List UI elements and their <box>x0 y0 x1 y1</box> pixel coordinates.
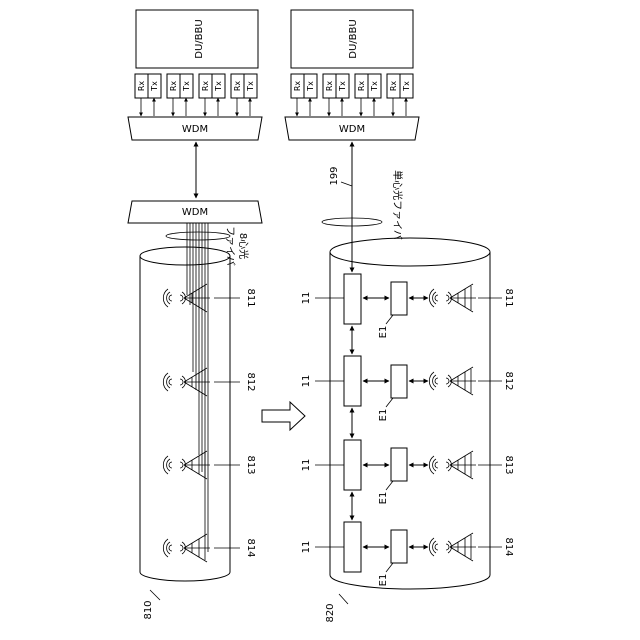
right-e1-label-a: E1 <box>378 326 389 339</box>
right-e1-label-b: E1 <box>378 409 389 422</box>
right-e1-box-c <box>391 448 407 481</box>
right-system: DU/BBU Rx Tx Rx Tx Rx Tx Rx Tx <box>285 10 514 623</box>
rx-label: Rx <box>389 81 398 92</box>
right-unit-label-d: 11 <box>301 541 312 554</box>
rx-label: Rx <box>325 81 334 92</box>
left-antenna-label-814: 814 <box>245 538 256 557</box>
right-figure-leader <box>339 594 348 604</box>
right-antenna-label-811: 811 <box>503 288 514 307</box>
right-unit-label-a: 11 <box>301 292 312 305</box>
tx-label: Tx <box>402 81 411 92</box>
left-fiber-label-line2: ファイバ <box>224 226 236 266</box>
right-e1-leader-a <box>386 315 393 324</box>
left-cylinder-body <box>140 256 230 581</box>
right-unit-11-b <box>344 356 361 406</box>
right-e1-box-a <box>391 282 407 315</box>
right-antenna-label-812: 812 <box>503 371 514 390</box>
left-wdm-bottom-label: WDM <box>182 207 208 218</box>
right-antenna-812-icon <box>429 367 476 395</box>
right-unit-11-a <box>344 274 361 324</box>
right-e1-box-b <box>391 365 407 398</box>
left-transceiver-1: Rx Tx <box>135 74 161 98</box>
left-transceivers: Rx Tx Rx Tx Rx Tx Rx Tx <box>135 74 257 98</box>
left-transceiver-arrows <box>141 98 250 116</box>
right-cable-id: 199 <box>329 166 340 185</box>
rx-label: Rx <box>293 81 302 92</box>
tx-label: Tx <box>306 81 315 92</box>
left-transceiver-4: Rx Tx <box>231 74 257 98</box>
rx-label: Rx <box>201 81 210 92</box>
left-system: DU/BBU Rx Tx Rx Tx Rx Tx Rx Tx <box>128 10 262 620</box>
left-antenna-814-icon <box>163 534 210 562</box>
right-figure-id: 820 <box>325 603 336 622</box>
rx-label: Rx <box>233 81 242 92</box>
right-transceivers: Rx Tx Rx Tx Rx Tx Rx Tx <box>291 74 413 98</box>
right-antenna-811-icon <box>429 284 476 312</box>
right-transceiver-3: Rx Tx <box>355 74 381 98</box>
tx-label: Tx <box>214 81 223 92</box>
right-e1-leader-d <box>386 563 393 572</box>
left-antenna-label-813: 813 <box>245 455 256 474</box>
transition-arrow-icon <box>262 402 305 430</box>
left-du-bbu-label: DU/BBU <box>194 19 205 58</box>
left-antenna-813-icon <box>163 451 210 479</box>
right-fiber-label: 単心光ファイバ <box>391 170 404 240</box>
left-transceiver-3: Rx Tx <box>199 74 225 98</box>
right-antenna-814-icon <box>429 533 476 561</box>
rx-label: Rx <box>137 81 146 92</box>
tx-label: Tx <box>338 81 347 92</box>
right-e1-label-c: E1 <box>378 492 389 505</box>
right-antenna-813-icon <box>429 451 476 479</box>
tx-label: Tx <box>150 81 159 92</box>
left-transceiver-2: Rx Tx <box>167 74 193 98</box>
rx-label: Rx <box>169 81 178 92</box>
left-figure-leader <box>150 590 160 600</box>
left-antenna-812-icon <box>163 368 210 396</box>
right-transceiver-arrows <box>297 98 406 116</box>
left-antenna-label-812: 812 <box>245 372 256 391</box>
tx-label: Tx <box>246 81 255 92</box>
right-e1-box-d <box>391 530 407 563</box>
left-antenna-label-811: 811 <box>245 288 256 307</box>
tx-label: Tx <box>370 81 379 92</box>
right-cylinder-top <box>330 238 490 266</box>
right-antenna-label-813: 813 <box>503 455 514 474</box>
right-du-bbu-label: DU/BBU <box>348 19 359 58</box>
right-transceiver-2: Rx Tx <box>323 74 349 98</box>
left-cylinder-top <box>140 247 230 265</box>
rx-label: Rx <box>357 81 366 92</box>
right-unit-11-c <box>344 440 361 490</box>
right-e1-leader-c <box>386 481 393 490</box>
tx-label: Tx <box>182 81 191 92</box>
left-fiber-label-line1: 8心光 <box>237 233 250 259</box>
right-e1-leader-b <box>386 398 393 407</box>
left-wdm-top-label: WDM <box>182 124 208 135</box>
left-figure-id: 810 <box>143 600 154 619</box>
left-fiber-bundle-ring <box>166 232 230 240</box>
right-unit-label-c: 11 <box>301 459 312 472</box>
right-wdm-label: WDM <box>339 124 365 135</box>
right-transceiver-4: Rx Tx <box>387 74 413 98</box>
right-unit-label-b: 11 <box>301 375 312 388</box>
right-cable-leader <box>341 182 352 186</box>
right-antenna-label-814: 814 <box>503 537 514 556</box>
right-transceiver-1: Rx Tx <box>291 74 317 98</box>
right-e1-label-d: E1 <box>378 574 389 587</box>
right-unit-11-d <box>344 522 361 572</box>
